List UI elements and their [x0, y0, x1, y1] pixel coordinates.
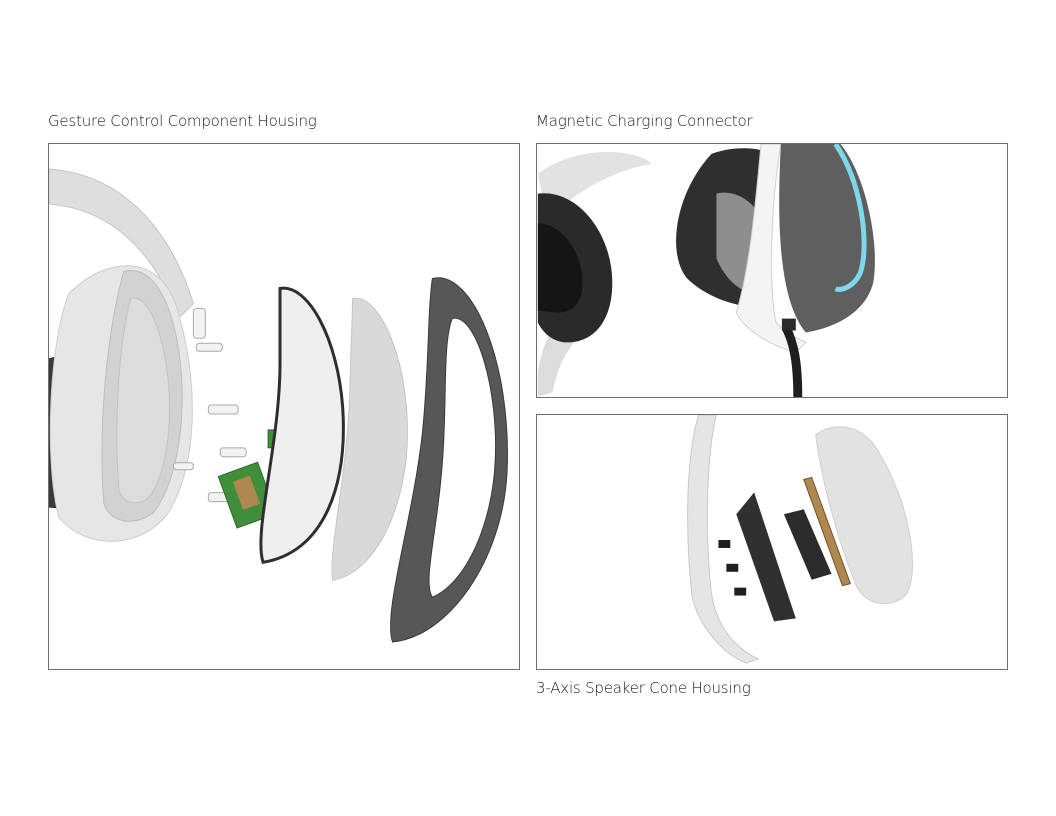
- gesture-control-render: [48, 143, 520, 670]
- magnetic-charging-render: [536, 143, 1008, 398]
- headband-shape: [49, 168, 194, 320]
- led-ring-shape: [833, 144, 867, 292]
- charging-cable-shape: [781, 325, 803, 397]
- speaker-cone-caption: 3-Axis Speaker Cone Housing: [536, 679, 751, 697]
- magnetic-charging-caption: Magnetic Charging Connector: [536, 112, 753, 130]
- grey-cup-shape: [779, 144, 875, 333]
- gesture-control-caption: Gesture Control Component Housing: [48, 112, 317, 130]
- housing-cavity-shape: [116, 297, 171, 504]
- magnetic-connector-illustration: [537, 144, 875, 397]
- mid-cover-shape: [331, 297, 408, 581]
- gesture-exploded-illustration: [49, 168, 508, 643]
- inner-cover-shape: [259, 286, 345, 565]
- speaker-cone-shape: [803, 476, 852, 587]
- speaker-cone-render: [536, 414, 1008, 670]
- housing-arm-shape: [687, 415, 760, 664]
- white-shell-shape: [735, 144, 807, 353]
- speaker-exploded-illustration: [687, 415, 913, 664]
- headband-shape: [537, 152, 652, 224]
- ear-pad-shape: [815, 426, 913, 605]
- outer-ring-shape: [390, 277, 508, 643]
- speaker-block-shape: [736, 492, 796, 622]
